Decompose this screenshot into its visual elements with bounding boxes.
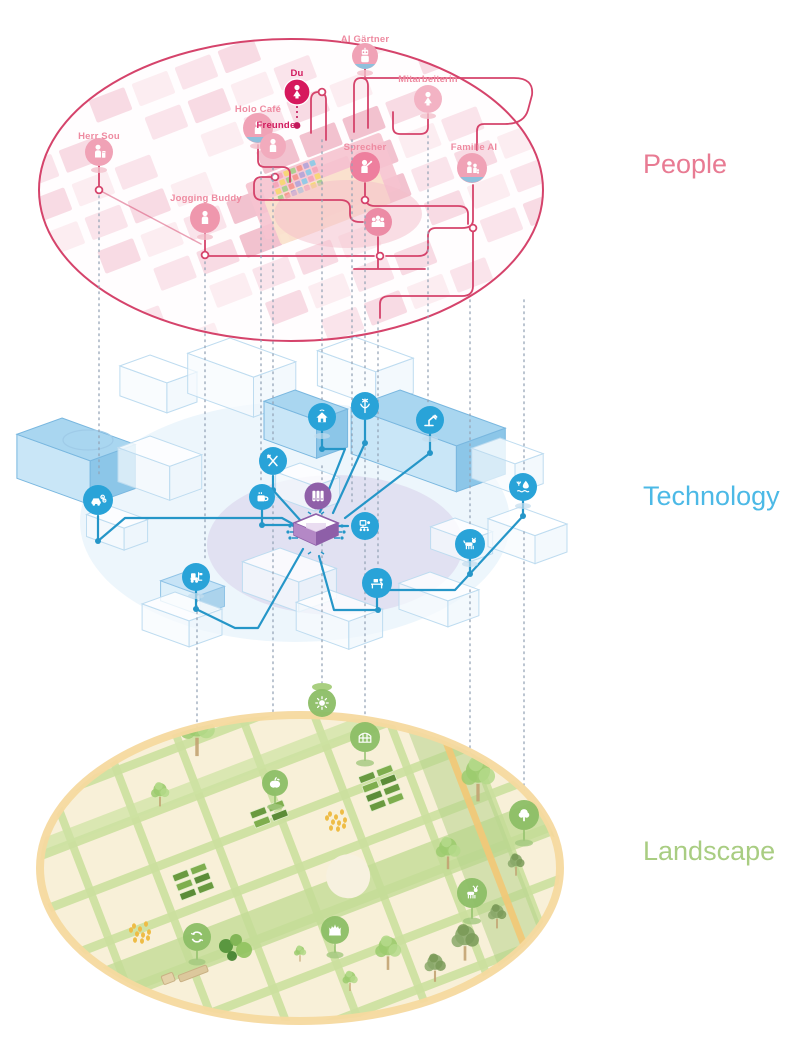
crowd-icon (364, 208, 392, 236)
grass-icon (321, 916, 349, 959)
label-du: Du (290, 68, 303, 79)
people-map-outline (38, 38, 544, 342)
label-sprecher: Sprecher (344, 142, 387, 153)
landscape-features (129, 715, 560, 991)
robot-arm-icon (416, 406, 444, 442)
landscape-icons (183, 689, 539, 966)
speaker-icon (350, 152, 380, 182)
compost-icon (183, 923, 211, 966)
tech-icons (83, 392, 537, 599)
layer-titles: People Technology Landscape (643, 149, 780, 866)
people-layer: AI Gärtner Du Mitarbeiterin Holo Café Fr… (38, 34, 544, 342)
people-icons (85, 43, 487, 240)
label-freunde: Freunde (257, 120, 296, 131)
label-familie-ai: Familie AI (451, 142, 498, 153)
landscape-title: Landscape (643, 836, 775, 866)
family-ai-icon (457, 153, 487, 183)
jogging-buddy-icon (190, 203, 220, 240)
tech-cylinder (62, 429, 114, 451)
sun-icon (308, 689, 336, 717)
tree-icon (509, 800, 539, 847)
label-ai-gaertner: AI Gärtner (341, 34, 390, 45)
tech-connectors (95, 418, 526, 630)
technology-title: Technology (643, 481, 780, 511)
people-plaza (274, 180, 422, 248)
food-icon (259, 447, 287, 475)
tech-buildings (15, 336, 569, 651)
label-mitarbeiterin: Mitarbeiterin (398, 74, 458, 85)
workstation-icon (362, 568, 392, 598)
people-title: People (643, 149, 727, 179)
coffee-icon (249, 484, 275, 510)
wildlife-icon (457, 878, 487, 925)
label-herr-sou: Herr Sou (78, 131, 120, 142)
ai-gardener-icon (352, 43, 378, 76)
chip-pins (286, 511, 346, 555)
vertical-farm-icon (351, 392, 379, 420)
freunde-dot (293, 122, 301, 129)
technology-network (83, 392, 537, 630)
people-labels: AI Gärtner Du Mitarbeiterin Holo Café Fr… (78, 34, 497, 204)
landscape-ring (36, 711, 564, 1025)
greenhouse-icon (350, 722, 380, 767)
org-network-icon (351, 512, 379, 540)
people-routes (94, 63, 534, 319)
server-icon (304, 482, 332, 510)
landscape-layer (36, 683, 564, 1025)
ai-chip-icon (286, 511, 346, 555)
label-holo-cafe: Holo Café (235, 104, 281, 115)
tech-connector-nodes (95, 440, 526, 613)
coworker-icon (414, 85, 442, 119)
sun-anchor (312, 683, 332, 691)
friends-icon (260, 133, 286, 159)
smart-home-icon (308, 403, 336, 439)
landscape-streets (40, 715, 560, 1021)
label-jogging-buddy: Jogging Buddy (170, 193, 242, 204)
mobility-sharing-icon (83, 485, 113, 515)
irrigation-icon (509, 473, 537, 509)
pet-robot-icon (455, 529, 485, 567)
herr-sou-icon (85, 138, 113, 173)
du-icon (283, 78, 311, 106)
delivery-robot-icon (182, 563, 210, 599)
apple-icon (262, 770, 288, 810)
